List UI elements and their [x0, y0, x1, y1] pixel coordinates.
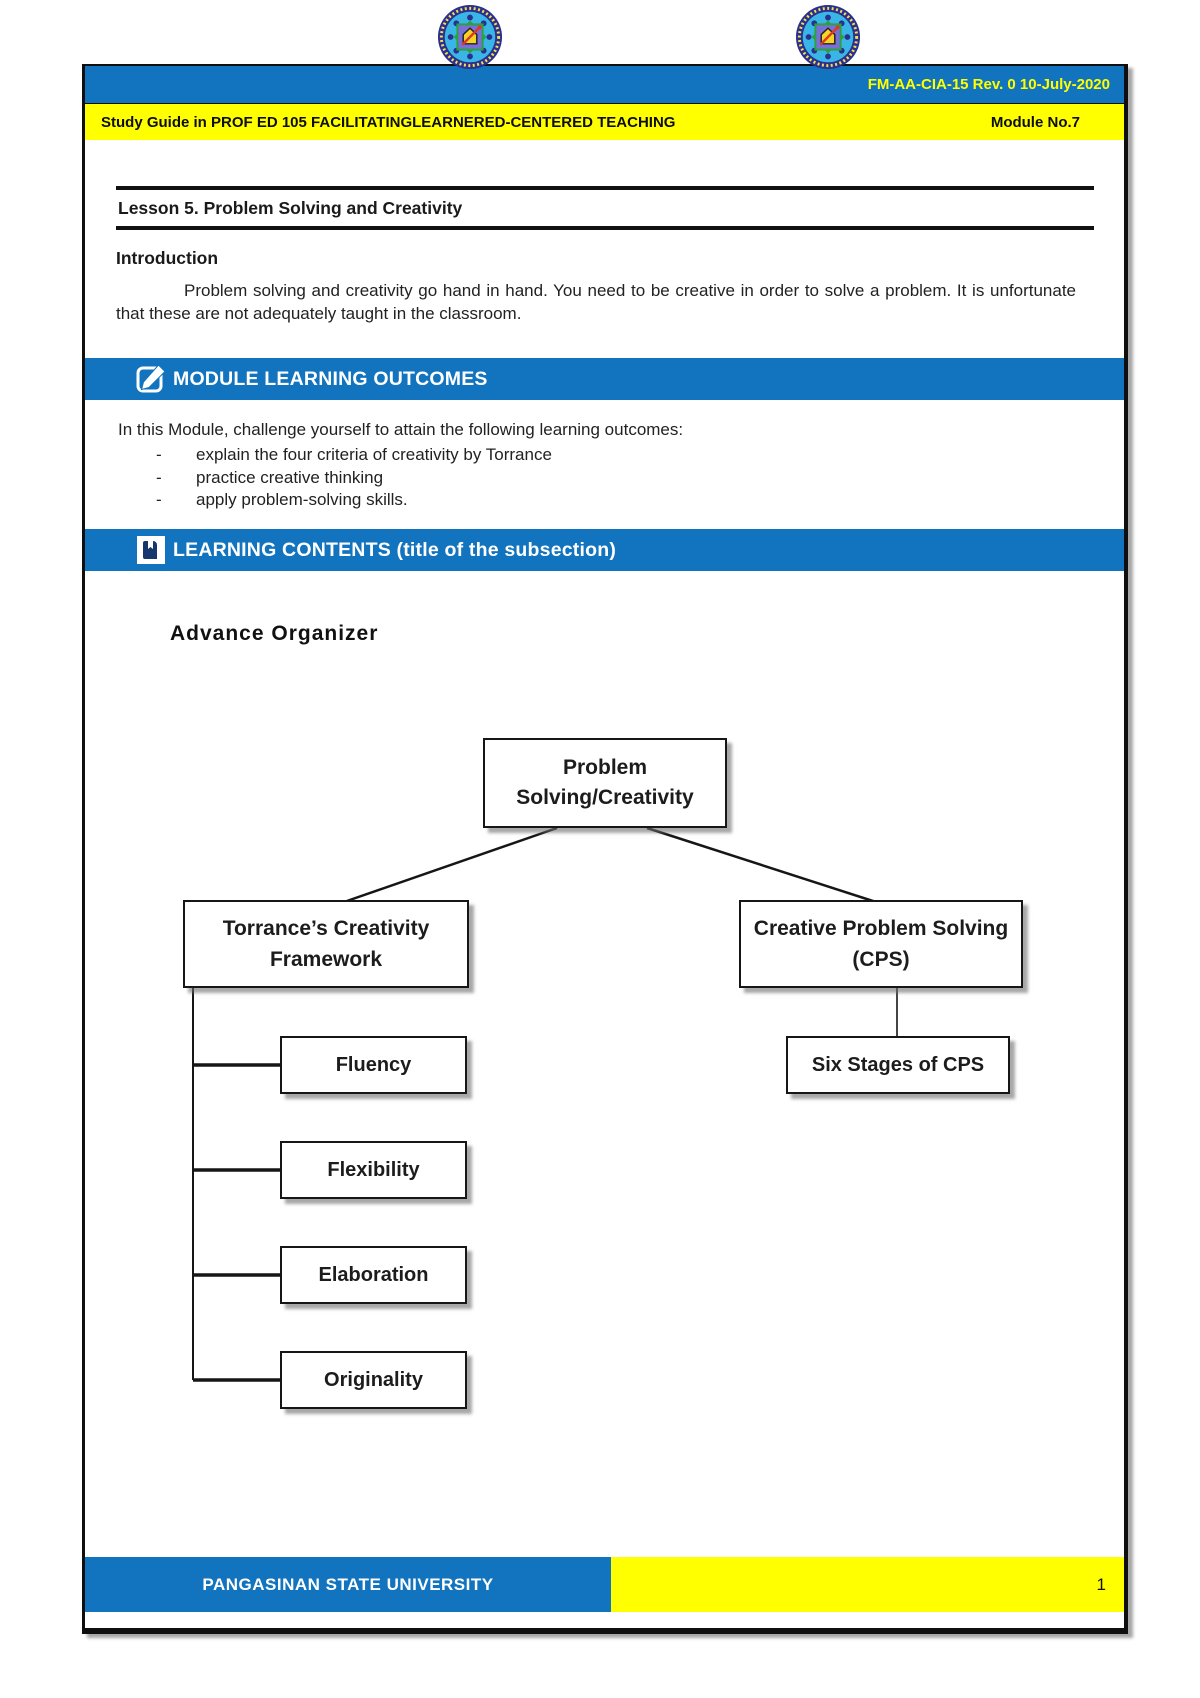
- page-number: 1: [1096, 1574, 1106, 1594]
- pencil-compose-icon: [136, 364, 166, 393]
- outcome-text: explain the four criteria of creativity …: [196, 445, 552, 464]
- footer-university-name: PANGASINAN STATE UNIVERSITY: [202, 1574, 494, 1594]
- footer-university-bar: PANGASINAN STATE UNIVERSITY: [85, 1557, 611, 1612]
- bullet-dash: -: [156, 467, 162, 487]
- course-title: Study Guide in PROF ED 105 FACILITATINGL…: [101, 113, 676, 131]
- outcome-item: - apply problem-solving skills.: [150, 489, 552, 512]
- diagram-node-creative-problem-solving: Creative Problem Solving (CPS): [739, 900, 1023, 988]
- outcome-text: apply problem-solving skills.: [196, 490, 408, 509]
- header-title-bar: Study Guide in PROF ED 105 FACILITATINGL…: [85, 103, 1124, 140]
- outcome-item: - practice creative thinking: [150, 467, 552, 490]
- outcome-item: - explain the four criteria of creativit…: [150, 444, 552, 467]
- diagram-node-root: Problem Solving/Creativity: [483, 738, 727, 828]
- bullet-dash: -: [156, 445, 162, 464]
- footer-page-bar: 1: [611, 1557, 1124, 1612]
- outcomes-list: - explain the four criteria of creativit…: [150, 444, 552, 512]
- form-code: FM-AA-CIA-15 Rev. 0 10-July-2020: [867, 76, 1110, 93]
- university-seal-icon: [437, 4, 503, 70]
- introduction-paragraph: Problem solving and creativity go hand i…: [116, 281, 1076, 323]
- module-learning-outcomes-label: MODULE LEARNING OUTCOMES: [173, 367, 488, 390]
- learning-contents-banner: LEARNING CONTENTS (title of the subsecti…: [85, 529, 1124, 571]
- university-seal-icon: [795, 4, 861, 70]
- diagram-node-torrance-framework: Torrance’s Creativity Framework: [183, 900, 469, 988]
- diagram-node-six-stages: Six Stages of CPS: [786, 1036, 1010, 1094]
- module-number: Module No.7: [990, 113, 1080, 131]
- diagram-node-originality: Originality: [280, 1351, 467, 1409]
- advance-organizer-heading: Advance Organizer: [170, 622, 379, 645]
- diagram-node-elaboration: Elaboration: [280, 1246, 467, 1304]
- lesson-title: Lesson 5. Problem Solving and Creativity: [116, 186, 1094, 230]
- introduction-heading: Introduction: [116, 248, 219, 268]
- learning-contents-label: LEARNING CONTENTS (title of the subsecti…: [173, 538, 617, 561]
- header-form-bar: FM-AA-CIA-15 Rev. 0 10-July-2020: [85, 66, 1124, 103]
- page-frame: [82, 64, 1128, 1634]
- bullet-dash: -: [156, 490, 162, 509]
- outcomes-intro: In this Module, challenge yourself to at…: [118, 420, 684, 439]
- diagram-node-fluency: Fluency: [280, 1036, 467, 1094]
- module-learning-outcomes-banner: MODULE LEARNING OUTCOMES: [85, 358, 1124, 400]
- outcome-text: practice creative thinking: [196, 467, 384, 487]
- book-icon: [137, 536, 165, 564]
- diagram-node-flexibility: Flexibility: [280, 1141, 467, 1199]
